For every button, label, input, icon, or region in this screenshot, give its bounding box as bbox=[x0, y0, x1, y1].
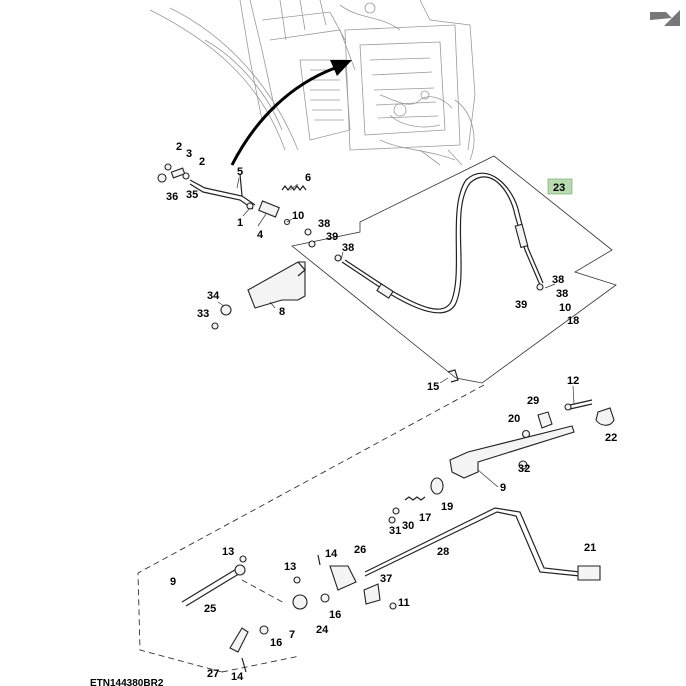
callout-13: 13 bbox=[222, 546, 234, 558]
callout-5: 5 bbox=[237, 166, 243, 178]
figure-reference: ETN144380BR2 bbox=[90, 678, 164, 686]
callout-20: 20 bbox=[508, 413, 520, 425]
callout-10: 10 bbox=[559, 302, 571, 314]
callout-35: 35 bbox=[186, 189, 198, 201]
callout-39: 39 bbox=[326, 231, 338, 243]
callout-12: 12 bbox=[567, 375, 579, 387]
callout-27: 27 bbox=[207, 668, 219, 680]
lever-assembly bbox=[181, 399, 615, 673]
callout-1: 1 bbox=[237, 217, 243, 229]
callout-30: 30 bbox=[402, 520, 414, 532]
upper-left-linkage bbox=[157, 163, 459, 383]
tractor-ghost-drawing bbox=[149, 0, 476, 166]
callout-16: 16 bbox=[329, 609, 341, 621]
callout-3: 3 bbox=[186, 148, 192, 160]
arrow-right-icon[interactable] bbox=[650, 10, 680, 26]
callout-leaders bbox=[217, 177, 575, 488]
callout-14: 14 bbox=[231, 671, 244, 683]
callout-16: 16 bbox=[270, 637, 282, 649]
callout-22: 22 bbox=[605, 432, 617, 444]
callout-9: 9 bbox=[500, 482, 506, 494]
callout-2: 2 bbox=[176, 141, 182, 153]
callout-8: 8 bbox=[279, 306, 285, 318]
callout-37: 37 bbox=[380, 573, 392, 585]
callout-26: 26 bbox=[354, 544, 366, 556]
callout-29: 29 bbox=[527, 395, 539, 407]
callout-33: 33 bbox=[197, 308, 209, 320]
callout-15: 15 bbox=[427, 381, 439, 393]
callout-7: 7 bbox=[289, 629, 295, 641]
callout-10: 10 bbox=[292, 210, 304, 222]
callout-4: 4 bbox=[257, 229, 264, 241]
callout-25: 25 bbox=[204, 603, 216, 615]
callout-21: 21 bbox=[584, 542, 596, 554]
callout-39: 39 bbox=[515, 299, 527, 311]
callout-38: 38 bbox=[556, 288, 568, 300]
callout-13: 13 bbox=[284, 561, 296, 573]
callout-31: 31 bbox=[389, 525, 401, 537]
callout-9: 9 bbox=[170, 576, 176, 588]
callout-18: 18 bbox=[567, 315, 579, 327]
callout-28: 28 bbox=[437, 546, 449, 558]
callout-19: 19 bbox=[441, 501, 453, 513]
callout-23: 23 bbox=[553, 182, 565, 194]
shift-cable bbox=[334, 172, 544, 314]
callout-labels: 2 3 2 36 35 5 6 1 4 10 38 39 38 23 34 33… bbox=[166, 141, 617, 683]
callout-17: 17 bbox=[419, 512, 431, 524]
callout-36: 36 bbox=[166, 191, 178, 203]
cable-assembly-outline bbox=[291, 155, 617, 384]
callout-2: 2 bbox=[199, 156, 205, 168]
callout-24: 24 bbox=[316, 624, 329, 636]
callout-38: 38 bbox=[342, 242, 354, 254]
callout-38: 38 bbox=[552, 274, 564, 286]
callout-23-highlight bbox=[547, 178, 573, 195]
callout-38: 38 bbox=[318, 218, 330, 230]
callout-34: 34 bbox=[207, 290, 220, 302]
callout-14: 14 bbox=[325, 548, 338, 560]
phantom-boundary bbox=[137, 384, 485, 673]
locator-arrow bbox=[230, 60, 352, 166]
callout-6: 6 bbox=[305, 172, 311, 184]
callout-32: 32 bbox=[518, 463, 530, 475]
callout-11: 11 bbox=[398, 597, 410, 609]
